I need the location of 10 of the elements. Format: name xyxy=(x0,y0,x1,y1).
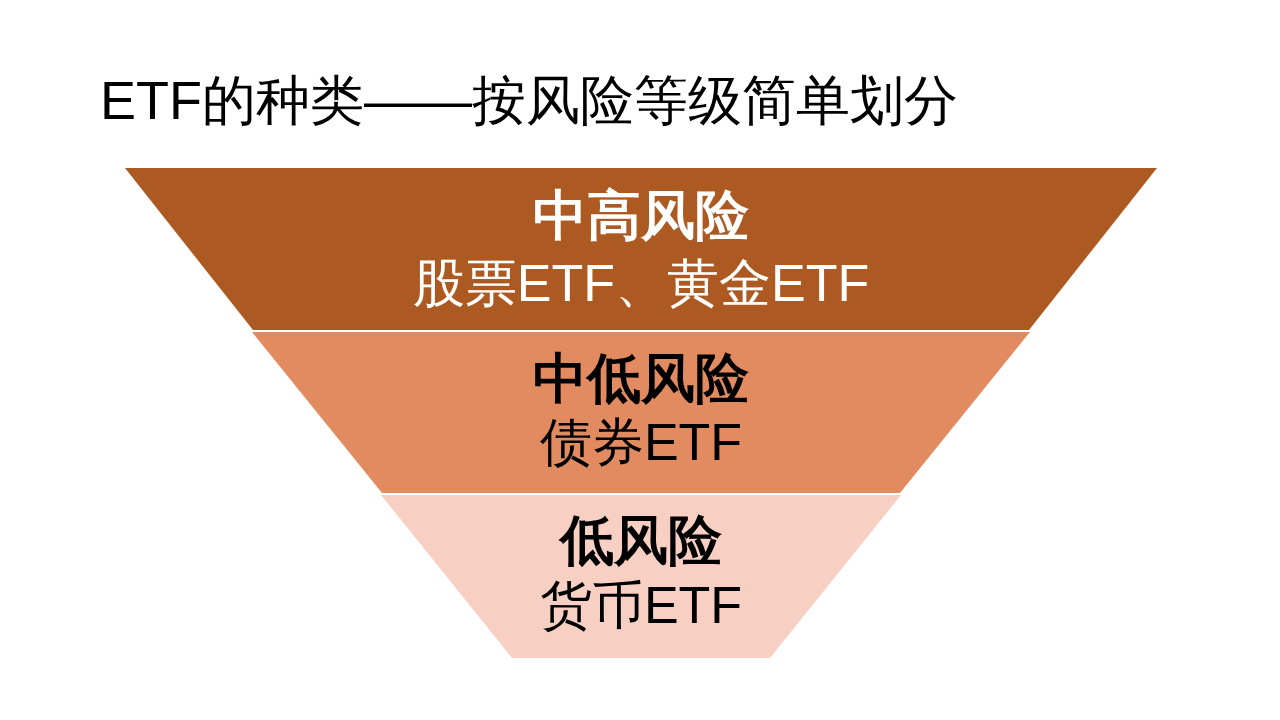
funnel-band xyxy=(252,332,1030,493)
band-text: 股票ETF、黄金ETF xyxy=(412,253,870,314)
band-text: 货币ETF xyxy=(539,575,743,636)
band-heading: 低风险 xyxy=(560,509,722,571)
band-heading: 中低风险 xyxy=(533,347,749,409)
band-heading: 中高风险 xyxy=(533,184,749,246)
funnel-band xyxy=(381,495,901,658)
funnel-band xyxy=(125,168,1157,330)
slide-title: ETF的种类——按风险等级简单划分 xyxy=(100,69,958,132)
band-text: 债券ETF xyxy=(539,412,743,473)
